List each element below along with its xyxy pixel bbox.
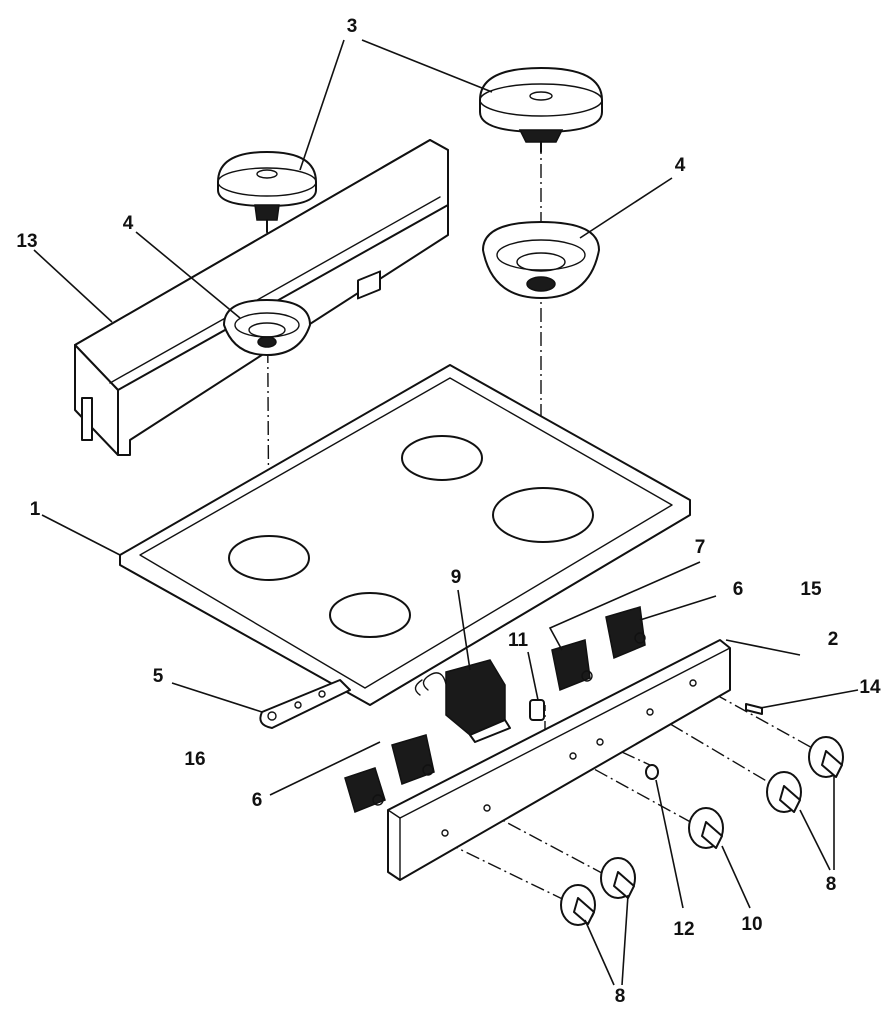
thermostat-part-9 [414,659,511,743]
callouts: 3 4 4 13 1 7 6 15 9 2 11 5 14 16 6 8 12 … [16,16,881,1007]
switch-part-6-b [391,734,435,785]
burner-bowl-left-part-4 [223,299,311,356]
burner-bowl-right-part-4 [482,221,600,299]
callout-10: 10 [741,914,762,935]
backguard-part-13 [74,139,449,456]
callout-16: 16 [184,749,205,770]
callout-3: 3 [347,16,358,37]
knobs [560,703,844,926]
callout-8-right: 8 [826,874,837,895]
callout-2: 2 [828,629,839,650]
knob-part-8-d [808,736,844,778]
callout-8-bottom: 8 [615,986,626,1007]
switch-part-6-a [344,767,386,814]
screw-part-14 [745,703,763,715]
switches [344,606,646,814]
callout-6-right: 6 [733,579,744,600]
callout-14: 14 [859,677,881,698]
cooktop-part-1 [119,364,691,706]
knob-part-8-b [600,857,636,899]
callout-15: 15 [800,579,822,600]
callout-12: 12 [673,919,694,940]
callout-13: 13 [16,231,37,252]
burner-cap-left-part-3 [217,151,317,233]
switch-part-7 [551,639,593,692]
callout-9: 9 [451,567,462,588]
knob-part-8-a [560,884,596,926]
switch-part-6-c [605,606,646,660]
plug-part-12 [645,764,659,780]
callout-5: 5 [153,666,164,687]
clip-part-11 [529,699,545,721]
knob-part-8-c [766,771,802,813]
control-panel-part-2 [387,639,731,881]
callout-11: 11 [508,630,529,651]
callout-4-right: 4 [675,155,686,176]
leader-lines [33,39,859,986]
callout-4-left: 4 [123,213,134,234]
bracket-part-5 [259,679,351,729]
burner-cap-right-part-3 [479,67,603,153]
callout-1: 1 [30,499,41,520]
callout-7: 7 [695,537,706,558]
knob-part-10 [688,807,724,849]
callout-6-left: 6 [252,790,263,811]
